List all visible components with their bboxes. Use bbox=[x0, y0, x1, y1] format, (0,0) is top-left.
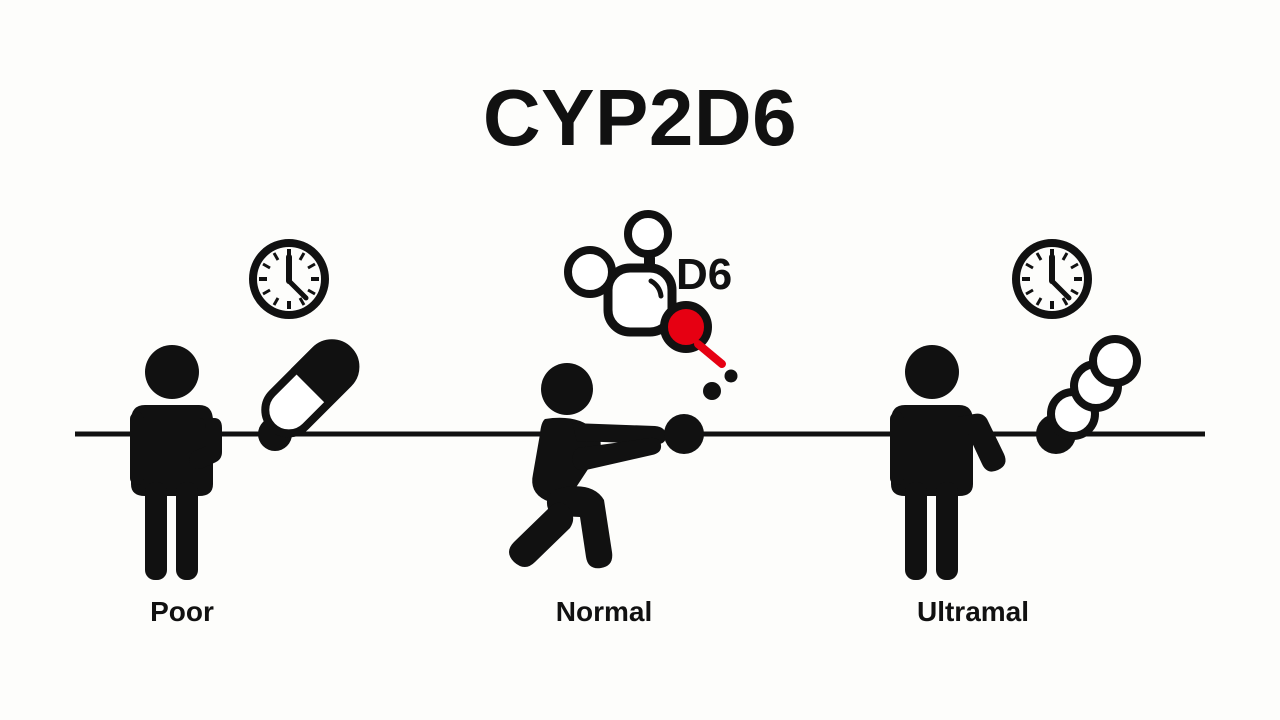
figure-ultramal bbox=[890, 345, 1006, 580]
clock-icon bbox=[1012, 239, 1092, 319]
particle-dot-icon bbox=[724, 369, 738, 383]
molecule-label: D6 bbox=[676, 250, 732, 299]
particle-dot-icon bbox=[703, 382, 721, 400]
page-title: CYP2D6 bbox=[482, 73, 798, 162]
ground-dot-icon bbox=[664, 414, 704, 454]
stage-label-poor: Poor bbox=[150, 596, 214, 627]
figure-poor bbox=[130, 345, 222, 580]
stage-ultramal-group bbox=[890, 239, 1141, 580]
stage-normal-group: D6 bbox=[509, 210, 738, 569]
clock-icon bbox=[249, 239, 329, 319]
stage-label-ultramal: Ultramal bbox=[916, 596, 1030, 627]
capsule-pill-icon bbox=[261, 339, 360, 438]
bubble-chain-icon bbox=[1047, 335, 1141, 440]
stage-label-normal: Normal bbox=[555, 596, 653, 627]
molecule-icon bbox=[564, 210, 726, 368]
figure-normal bbox=[509, 363, 666, 569]
stage-poor-group bbox=[130, 239, 360, 580]
